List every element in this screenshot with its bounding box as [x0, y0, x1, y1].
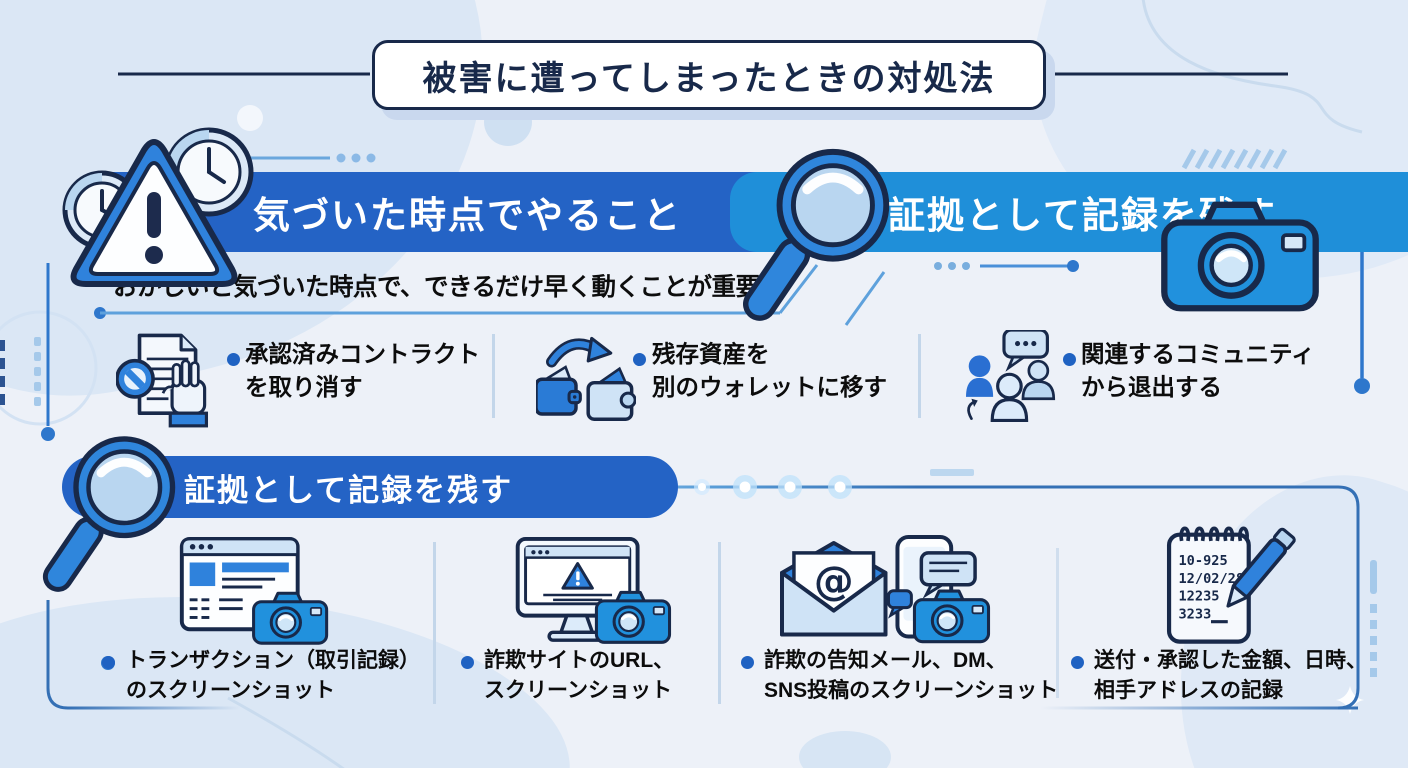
page-title-text: 被害に遭ってしまったときの対処法	[422, 59, 996, 98]
item-bullet	[741, 656, 754, 669]
item-bullet	[1063, 353, 1076, 366]
community-exit-icon	[966, 330, 1056, 423]
warning-clocks-icon	[62, 127, 254, 287]
evidence-item-4: 送付・承認した金額、日時、 相手アドレスの記録	[1094, 649, 1367, 702]
notice-item-2: 残存資産を 別のウォレットに移す	[652, 341, 887, 400]
browser-camera-icon	[179, 536, 329, 645]
section-notice-heading: 気づいた時点でやること	[253, 195, 682, 236]
at-symbol: @	[814, 559, 854, 605]
notice-item-3: 関連するコミュニティ から退出する	[1081, 341, 1315, 400]
item-bullet	[227, 353, 240, 366]
notepad-line-4: 3233	[1178, 607, 1211, 623]
camera-icon	[1158, 196, 1322, 316]
divider	[433, 542, 436, 704]
page-title: 被害に遭ってしまったときの対処法	[372, 40, 1046, 110]
evidence-item-3: 詐欺の告知メール、DM、 SNS投稿のスクリーンショット	[764, 649, 1059, 702]
section-evidence-heading: 証拠として記録を残す	[184, 472, 514, 508]
notice-item-1: 承認済みコントラクト を取り消す	[245, 341, 480, 400]
magnifier-icon	[42, 430, 194, 600]
notepad-line-3: 12235	[1178, 589, 1219, 605]
item-bullet	[1071, 656, 1084, 669]
notepad-pen-icon: 10-925 12/02/28 12235 3233	[1166, 526, 1296, 644]
divider	[918, 334, 921, 418]
item-bullet	[102, 656, 115, 669]
contract-cancel-icon	[116, 333, 209, 428]
monitor-camera-icon	[515, 537, 672, 644]
notepad-line-1: 10-925	[1178, 553, 1227, 569]
wallet-transfer-icon	[536, 336, 636, 421]
magnifier-icon	[742, 142, 910, 330]
mail-phone-camera-icon: @	[780, 534, 991, 644]
item-bullet	[633, 353, 646, 366]
item-bullet	[461, 656, 474, 669]
divider	[492, 334, 495, 418]
evidence-item-1: トランザクション（取引記録） のスクリーンショット	[126, 649, 420, 702]
divider	[718, 542, 721, 704]
evidence-item-2: 詐欺サイトのURL、 スクリーンショット	[484, 649, 675, 702]
